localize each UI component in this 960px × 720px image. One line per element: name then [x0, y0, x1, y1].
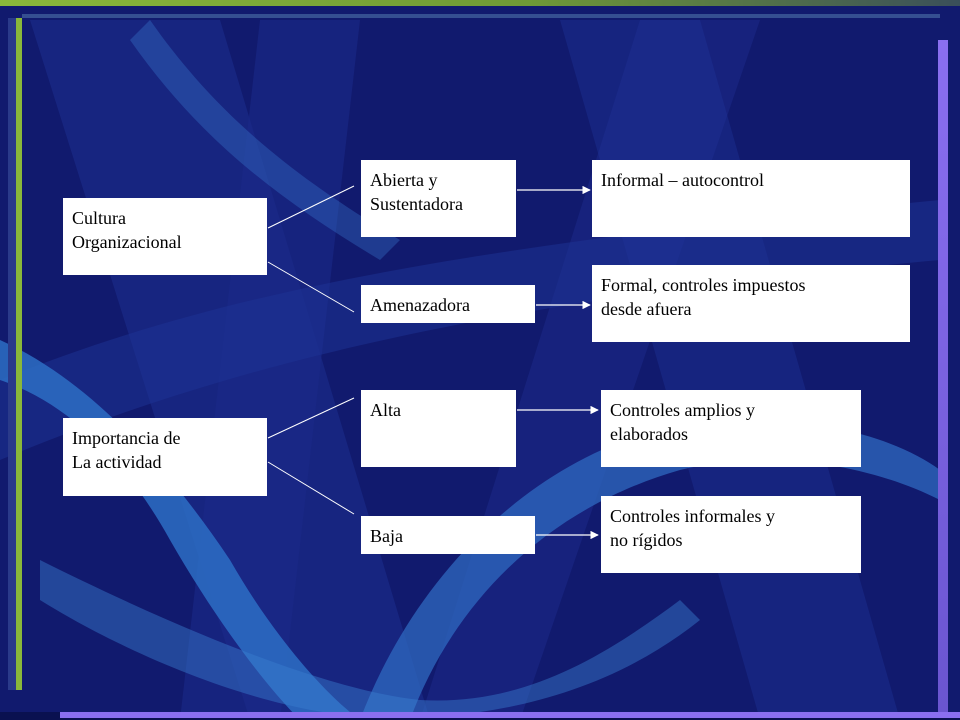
connector-line: [267, 397, 355, 439]
connector-line: [267, 185, 355, 229]
result-box-formal-controles: Formal, controles impuestos desde afuera: [592, 265, 910, 342]
result-box-controles-informales: Controles informales y no rígidos: [601, 496, 861, 573]
connector-line: [267, 461, 355, 515]
branch-box-amenazadora: Amenazadora: [361, 285, 535, 323]
branch-box-baja: Baja: [361, 516, 535, 554]
result-box-informal-autocontrol: Informal – autocontrol: [592, 160, 910, 237]
result-box-controles-amplios: Controles amplios y elaborados: [601, 390, 861, 467]
branch-box-alta: Alta: [361, 390, 516, 467]
root-box-cultura-organizacional: Cultura Organizacional: [63, 198, 267, 275]
root-box-importancia-actividad: Importancia de La actividad: [63, 418, 267, 496]
connector-line: [267, 261, 355, 313]
branch-box-abierta-sustentadora: Abierta y Sustentadora: [361, 160, 516, 237]
